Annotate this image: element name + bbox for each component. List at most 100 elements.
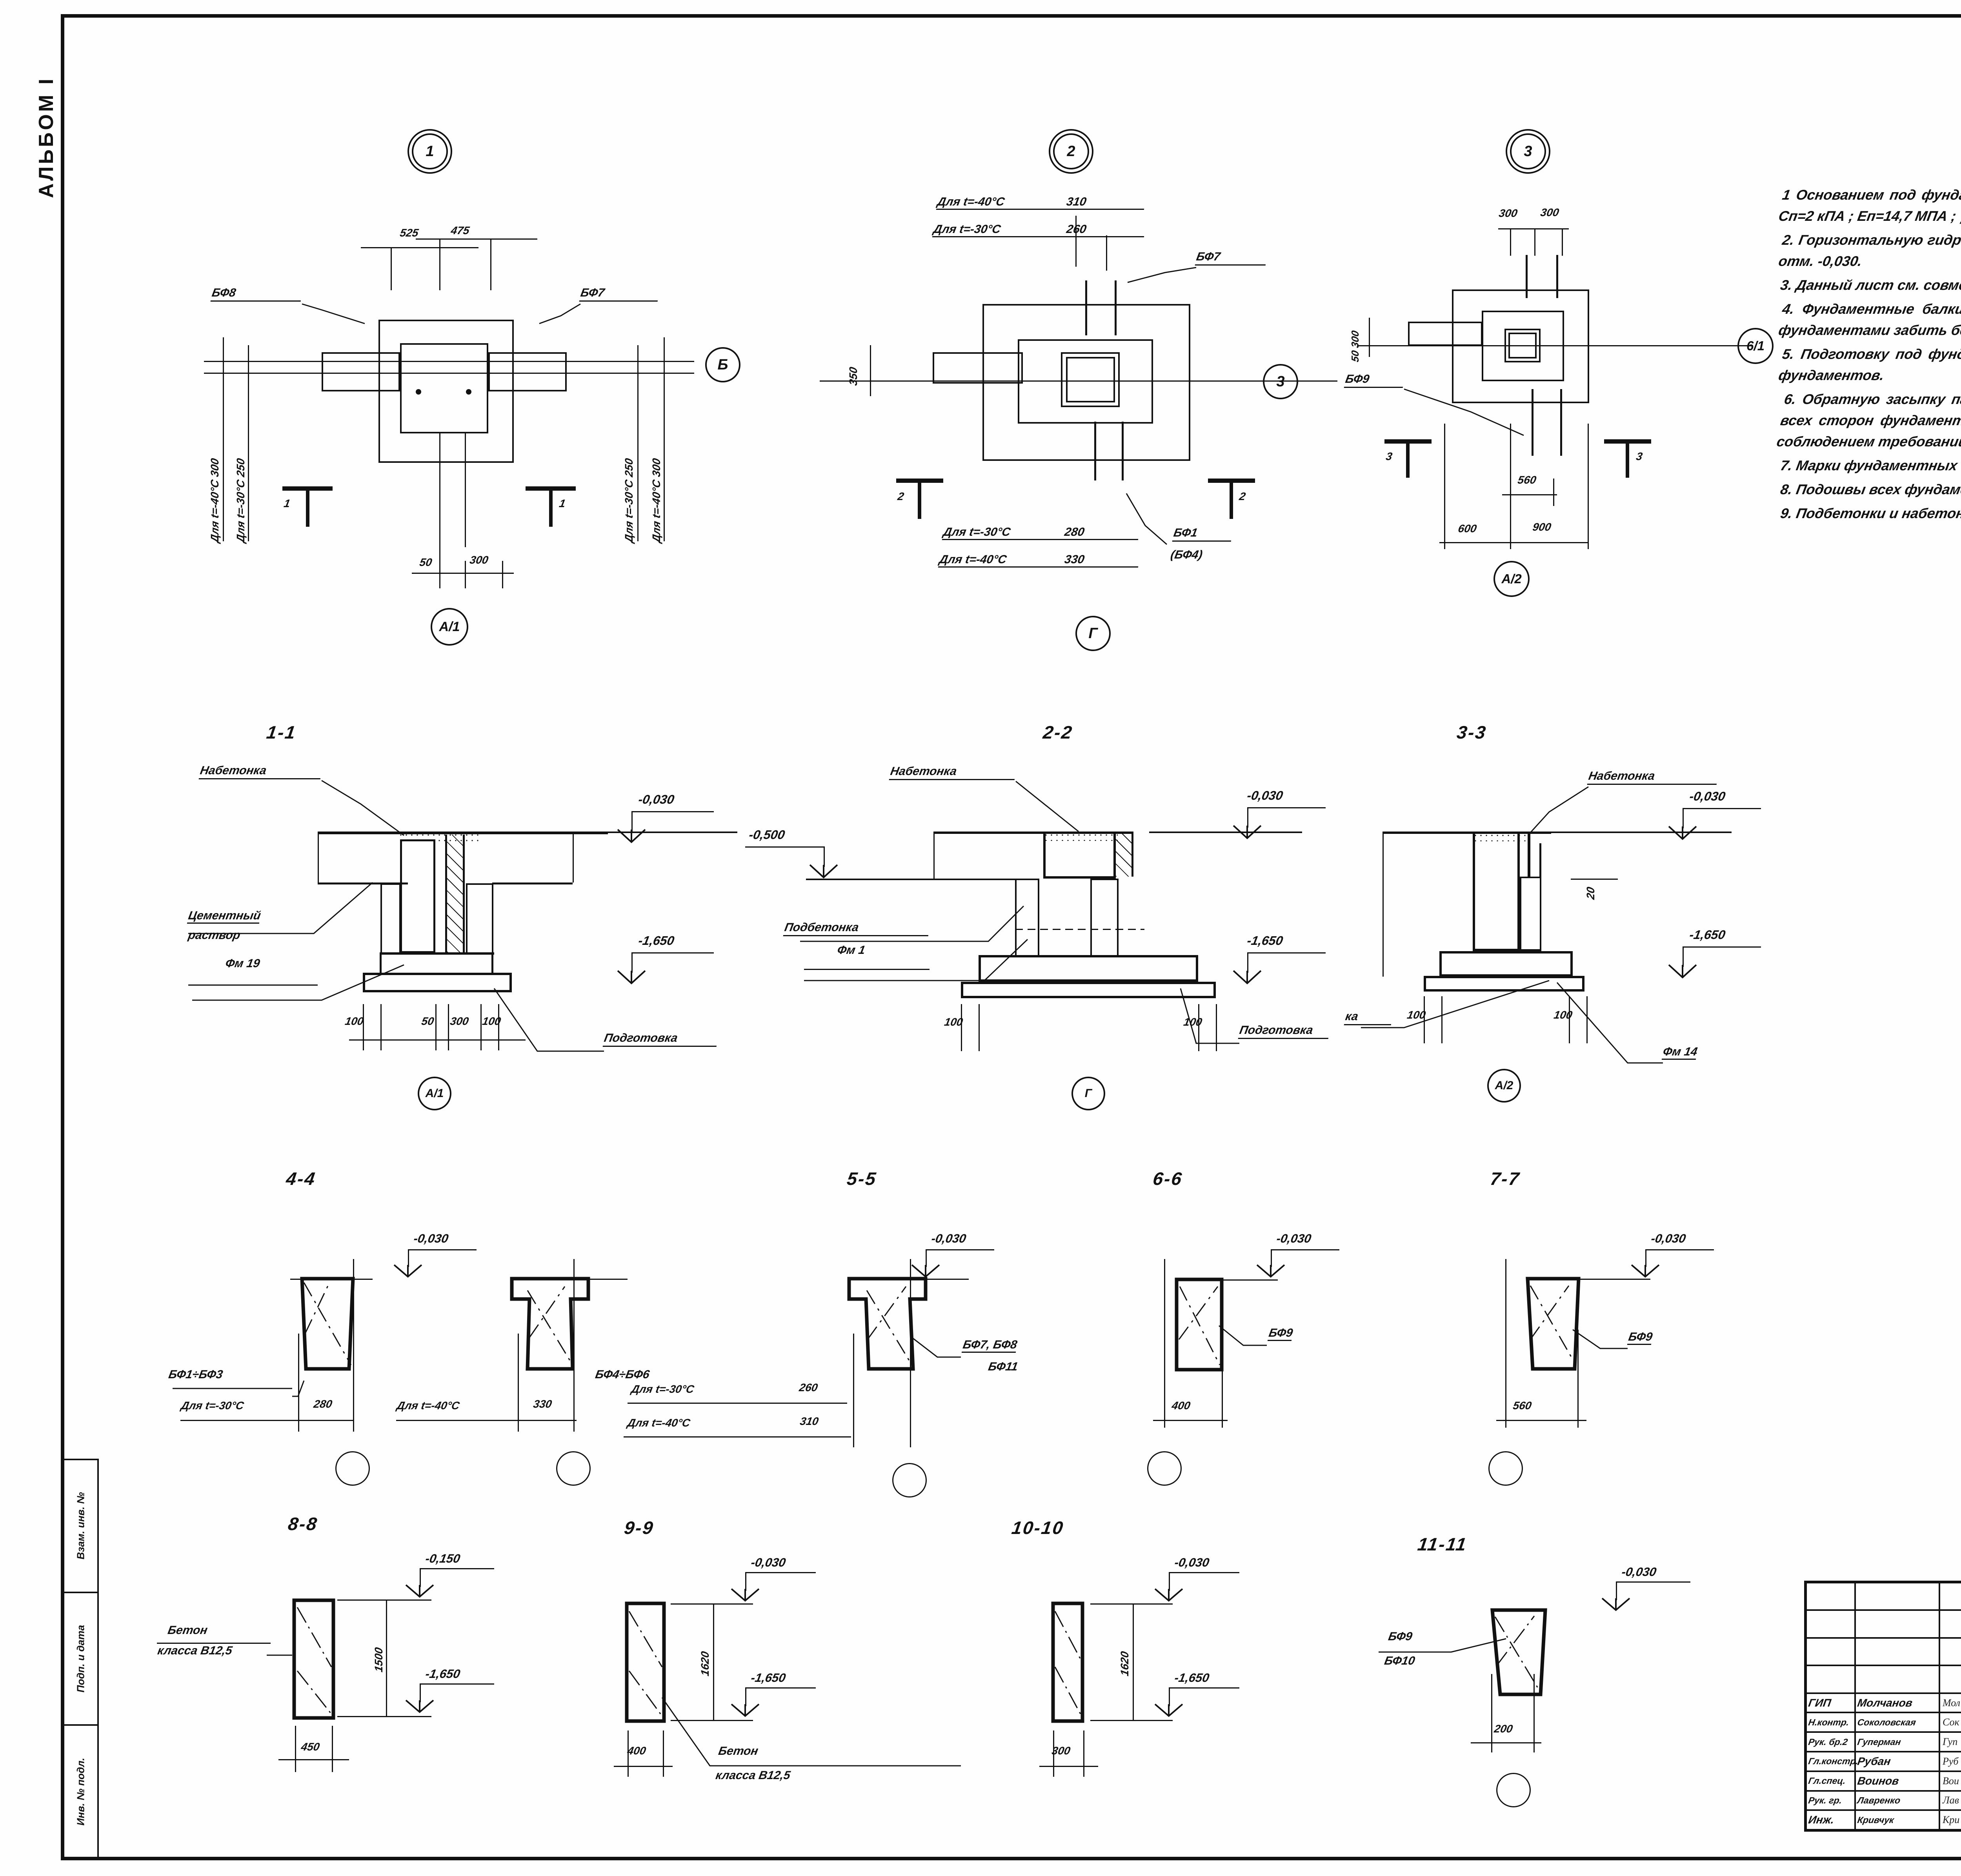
dim-right-t40: Для t=-40°C 300: [650, 457, 662, 544]
footing-slab: [363, 973, 512, 992]
role-signature: Мол: [1943, 1697, 1960, 1709]
label-bf7-bf8: БФ7, БФ8: [961, 1338, 1019, 1353]
pier-right: [466, 883, 493, 954]
role-label: Гл.спец.: [1808, 1776, 1846, 1786]
section-2-2: 2-2 Набетонка Подбетонка Фм 1 Подготовка…: [733, 714, 1331, 1110]
width-330: 330: [532, 1398, 553, 1410]
beam-right: [488, 352, 567, 391]
role-name: Соколовская: [1857, 1717, 1917, 1727]
label-cement-2: раствор: [187, 929, 242, 942]
axis-marker: А/2: [1487, 1069, 1521, 1103]
section-6-6: 6-6 -0,030 БФ9 400: [1130, 1161, 1483, 1502]
axis-bubble: [556, 1451, 591, 1486]
role-name: Рубан: [1856, 1755, 1892, 1767]
beam-left: [933, 352, 1023, 384]
axis-marker-a1: А/1: [431, 608, 468, 646]
label-cement-1: Цементный: [187, 909, 262, 924]
dim-900: 900: [1532, 521, 1552, 533]
dim-560: 560: [1517, 474, 1537, 486]
role-signature: Сок: [1943, 1716, 1959, 1728]
roles-list: ГИП Молчанов Мол Н.контр. Соколовская Со…: [1807, 1694, 1961, 1829]
width-260: 260: [798, 1381, 819, 1394]
section-11-11: 11-11 -0,030 БФ9 БФ10 200: [1341, 1502, 1792, 1836]
footing-outline: [1452, 289, 1589, 403]
sheet-frame: [61, 14, 1961, 1860]
general-notes: 1 Основанием под фундаменты служат грунт…: [1775, 184, 1961, 527]
role-signature: Гуп: [1943, 1736, 1958, 1748]
label-beton-1: Бетон: [717, 1745, 759, 1758]
left-stamp-cell: Взам. инв. №: [64, 1460, 97, 1593]
role-label: Рук. гр.: [1808, 1795, 1843, 1805]
album-label-text: АЛЬБОМ I: [35, 76, 58, 198]
left-stamp-cell: Инв. № подл.: [75, 1758, 87, 1826]
label-podgotovka: Подготовка: [602, 1032, 719, 1047]
role-signature: Руб: [1943, 1755, 1959, 1767]
section-9-9: 9-9 -0,030 -1,650 Бетон класса В12,5 162…: [614, 1502, 1008, 1836]
role-label: ГИП: [1807, 1696, 1832, 1709]
label-bf9: БФ9: [1267, 1326, 1294, 1341]
note-item: 3. Данный лист см. совместно с листом 3.: [1779, 277, 1961, 293]
title-block: ГИП Молчанов Мол Н.контр. Соколовская Со…: [1804, 1581, 1961, 1832]
label-bf11: БФ11: [987, 1360, 1019, 1373]
label-fm1: Фм 1: [836, 944, 866, 957]
footing-slab: [1424, 976, 1584, 992]
role-name: Воинов: [1856, 1774, 1900, 1787]
label-podbetonka: Подбетонка: [783, 921, 931, 936]
axis-marker-6-1: 6/1: [1737, 328, 1774, 364]
dim-50: 50: [418, 556, 433, 568]
axis-marker: Г: [1071, 1077, 1105, 1110]
note-item: 4. Фундаментные балки укладывать на слой…: [1777, 301, 1961, 338]
label-fm19: Фм 19: [224, 957, 261, 970]
role-name: Кривчук: [1857, 1814, 1895, 1825]
album-label: АЛЬБОМ I: [11, 27, 82, 302]
width-400: 400: [626, 1745, 647, 1757]
label-podgotovka-left: ка: [1344, 1010, 1394, 1025]
height-1620: 1620: [1119, 1650, 1131, 1677]
left-stamp-cell: Подп. и дата: [64, 1593, 97, 1726]
detail-3: 3 300 300 50 300 БФ9 3 3: [1344, 126, 1808, 675]
note-item: 2. Горизонтальную гидроизоляцию стен вып…: [1777, 232, 1961, 269]
role-signature: Кри: [1943, 1814, 1960, 1826]
title-block-left: ГИП Молчанов Мол Н.контр. Соколовская Со…: [1807, 1583, 1961, 1829]
column-body: [1043, 832, 1116, 879]
column-body: [1473, 833, 1520, 951]
dim-300: 300: [469, 554, 489, 566]
axis-marker-g: Г: [1075, 616, 1111, 651]
column-outline: [1061, 352, 1120, 407]
role-signature: Лав: [1943, 1794, 1959, 1806]
dim-right-t30: Для t=-30°C 250: [623, 457, 635, 544]
detail-marker-3: 3: [1510, 133, 1546, 169]
axis-bubble: [1147, 1451, 1182, 1486]
dim-left-t30: Для t=-30°C 250: [235, 457, 247, 544]
footing-step: [979, 955, 1198, 982]
detail-marker-2: 2: [1053, 133, 1089, 169]
column-inner: [1066, 357, 1115, 402]
note-item: 7. Марки фундаментных балок в скобках да…: [1779, 457, 1961, 473]
role-label: Н.контр.: [1808, 1717, 1850, 1727]
label-bf10: БФ10: [1383, 1654, 1416, 1667]
label-beton-2: класса В12,5: [156, 1644, 233, 1657]
section-3-3: 3-3 Набетонка ка Фм 14 20 -0,030 -1,: [1344, 714, 1812, 1106]
section-10-10: 10-10 -0,030 -1,650 1620 300: [996, 1502, 1388, 1836]
column-outline: [400, 343, 488, 433]
role-name: Гуперман: [1857, 1736, 1902, 1747]
axis-marker-a2: А/2: [1493, 561, 1530, 597]
dim-left-t40: Для t=-40°C 300: [209, 457, 221, 544]
label-beton-1: Бетон: [167, 1624, 209, 1637]
axis-bubble: [892, 1463, 927, 1498]
temp-30: Для t=-30°C: [630, 1383, 695, 1395]
dim-20: 20: [1584, 886, 1597, 901]
left-margin-stamp: Взам. инв. № Подп. и дата Инв. № подл.: [63, 1459, 99, 1859]
note-item: 6. Обратную засыпку пазух и траншей прои…: [1775, 391, 1961, 449]
label-fm14: Фм 14: [1661, 1045, 1699, 1060]
detail-2: 2 Для t=-40°C 310 Для t=-30°C 260 БФ7 35…: [820, 126, 1357, 675]
width-450: 450: [300, 1741, 321, 1753]
role-name: Лавренко: [1857, 1795, 1901, 1805]
width-200: 200: [1493, 1723, 1514, 1735]
role-label: Инж.: [1807, 1814, 1835, 1826]
note-item: 1 Основанием под фундаменты служат грунт…: [1777, 187, 1961, 224]
detail-1: 1 525 475 БФ8 БФ7 Для t=-40°C 300 Для t=…: [165, 126, 740, 675]
section-8-8: 8-8 -0,150 -1,650 Бетон класса В12,5 150…: [149, 1502, 639, 1836]
axis-marker-3: 3: [1263, 364, 1298, 399]
